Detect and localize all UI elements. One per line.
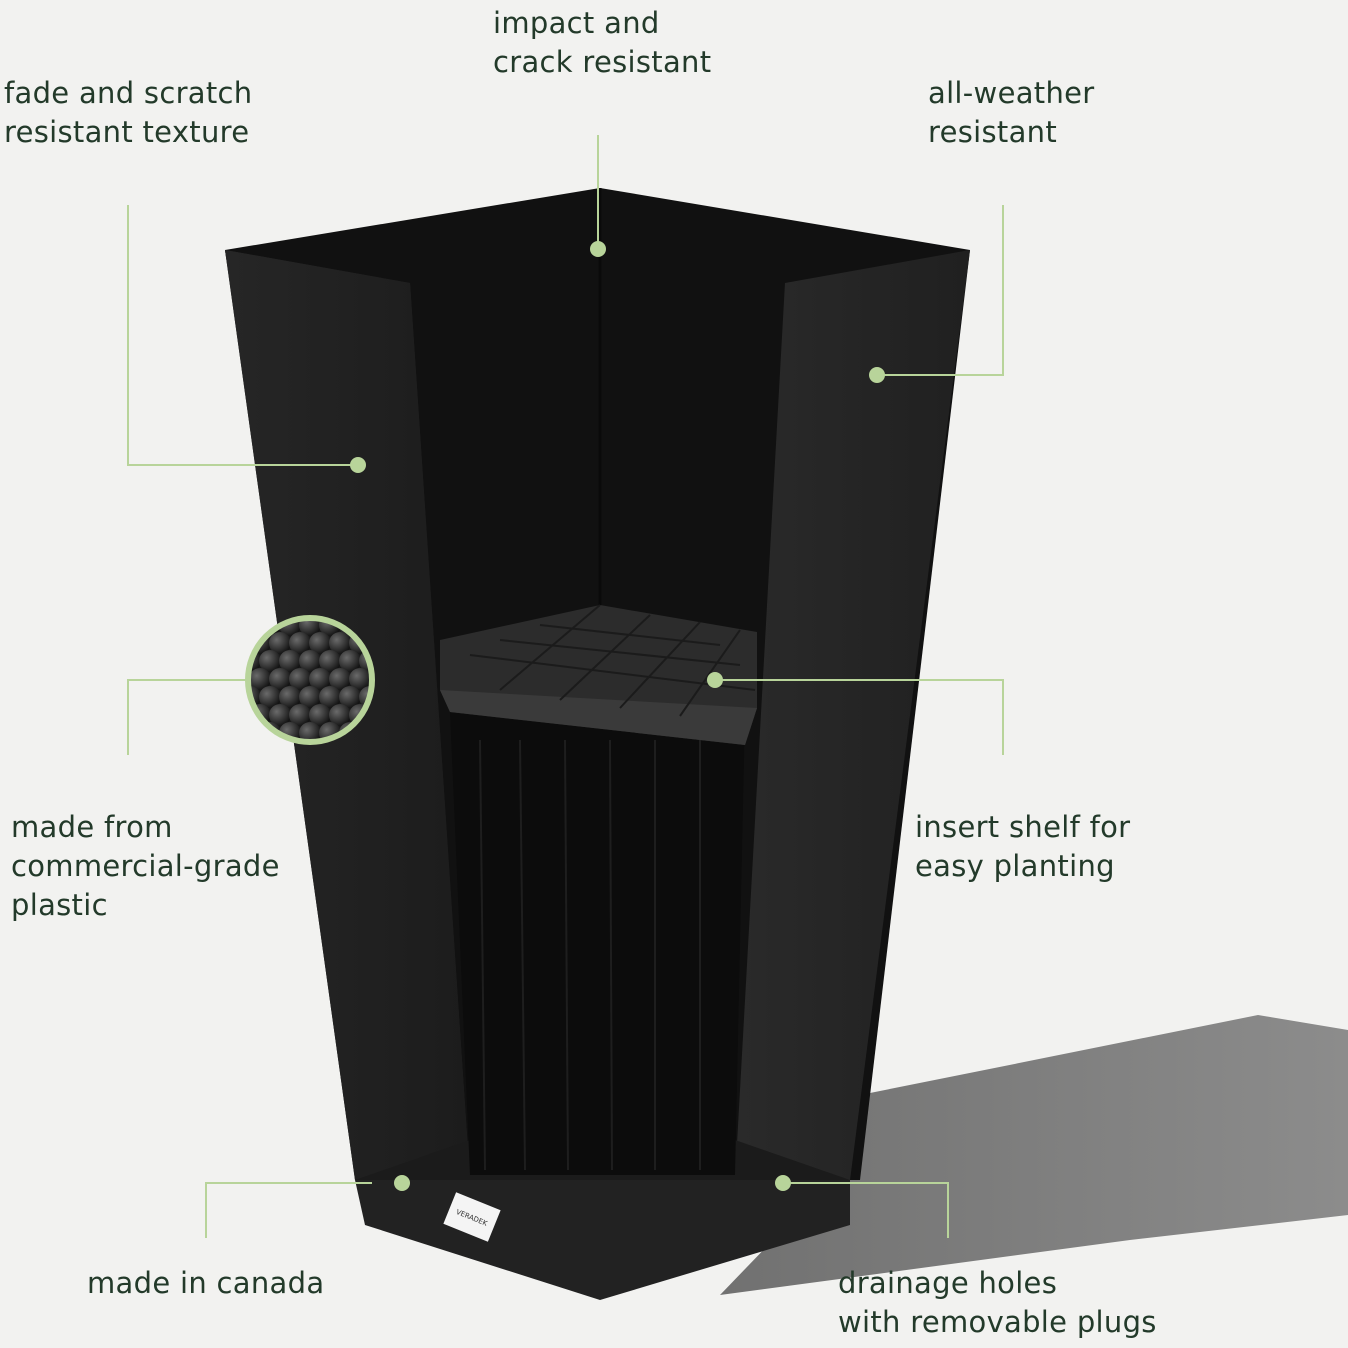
- texture-bead: [269, 704, 291, 726]
- dot-shelf: [707, 672, 723, 688]
- texture-bead: [269, 632, 291, 654]
- texture-bead: [250, 686, 261, 708]
- dot-drainage: [775, 1175, 791, 1191]
- ground-shadow: [720, 1015, 1348, 1295]
- callout-shelf: insert shelf for easy planting: [915, 810, 1131, 883]
- callout-drainage: drainage holes with removable plugs: [838, 1266, 1157, 1339]
- leader-weather: [877, 205, 1004, 376]
- leader-drainage: [783, 1182, 949, 1238]
- texture-bead: [319, 686, 341, 708]
- texture-bead: [279, 650, 301, 672]
- dot-fade: [350, 457, 366, 473]
- texture-bead: [339, 650, 361, 672]
- texture-bead: [250, 668, 271, 690]
- texture-bead: [250, 620, 261, 636]
- texture-bead: [279, 686, 301, 708]
- texture-bead: [259, 686, 281, 708]
- dot-impact: [590, 241, 606, 257]
- texture-bead: [289, 704, 311, 726]
- texture-bead: [299, 650, 321, 672]
- texture-bead: [259, 650, 281, 672]
- callout-fade: fade and scratch resistant texture: [4, 76, 253, 149]
- texture-bead: [289, 632, 311, 654]
- leader-fade: [127, 205, 358, 466]
- brand-logo: VERADEK: [443, 1192, 501, 1242]
- texture-bead: [309, 704, 331, 726]
- texture-bead: [319, 650, 341, 672]
- texture-bead: [279, 620, 301, 636]
- texture-bead: [309, 668, 331, 690]
- dot-canada: [394, 1175, 410, 1191]
- texture-bead: [250, 722, 261, 740]
- texture-bead: [289, 668, 311, 690]
- texture-bead: [309, 632, 331, 654]
- callout-material: made from commercial-grade plastic: [11, 810, 280, 922]
- callout-canada: made in canada: [87, 1266, 325, 1300]
- callout-weather: all-weather resistant: [928, 76, 1095, 149]
- texture-bead: [269, 668, 291, 690]
- texture-bead: [349, 668, 370, 690]
- texture-bead: [329, 704, 351, 726]
- leader-shelf: [715, 679, 1004, 755]
- texture-bead: [329, 632, 351, 654]
- dot-weather: [869, 367, 885, 383]
- texture-bead: [339, 686, 361, 708]
- leader-canada: [205, 1182, 372, 1238]
- texture-bead: [359, 686, 370, 708]
- callout-impact: impact and crack resistant: [493, 6, 712, 79]
- planter-right-wall: [735, 250, 970, 1180]
- texture-bead: [319, 620, 341, 636]
- texture-bead: [299, 620, 321, 636]
- texture-bead: [299, 686, 321, 708]
- leader-material: [127, 679, 250, 755]
- texture-bead: [299, 722, 321, 740]
- texture-bead: [329, 668, 351, 690]
